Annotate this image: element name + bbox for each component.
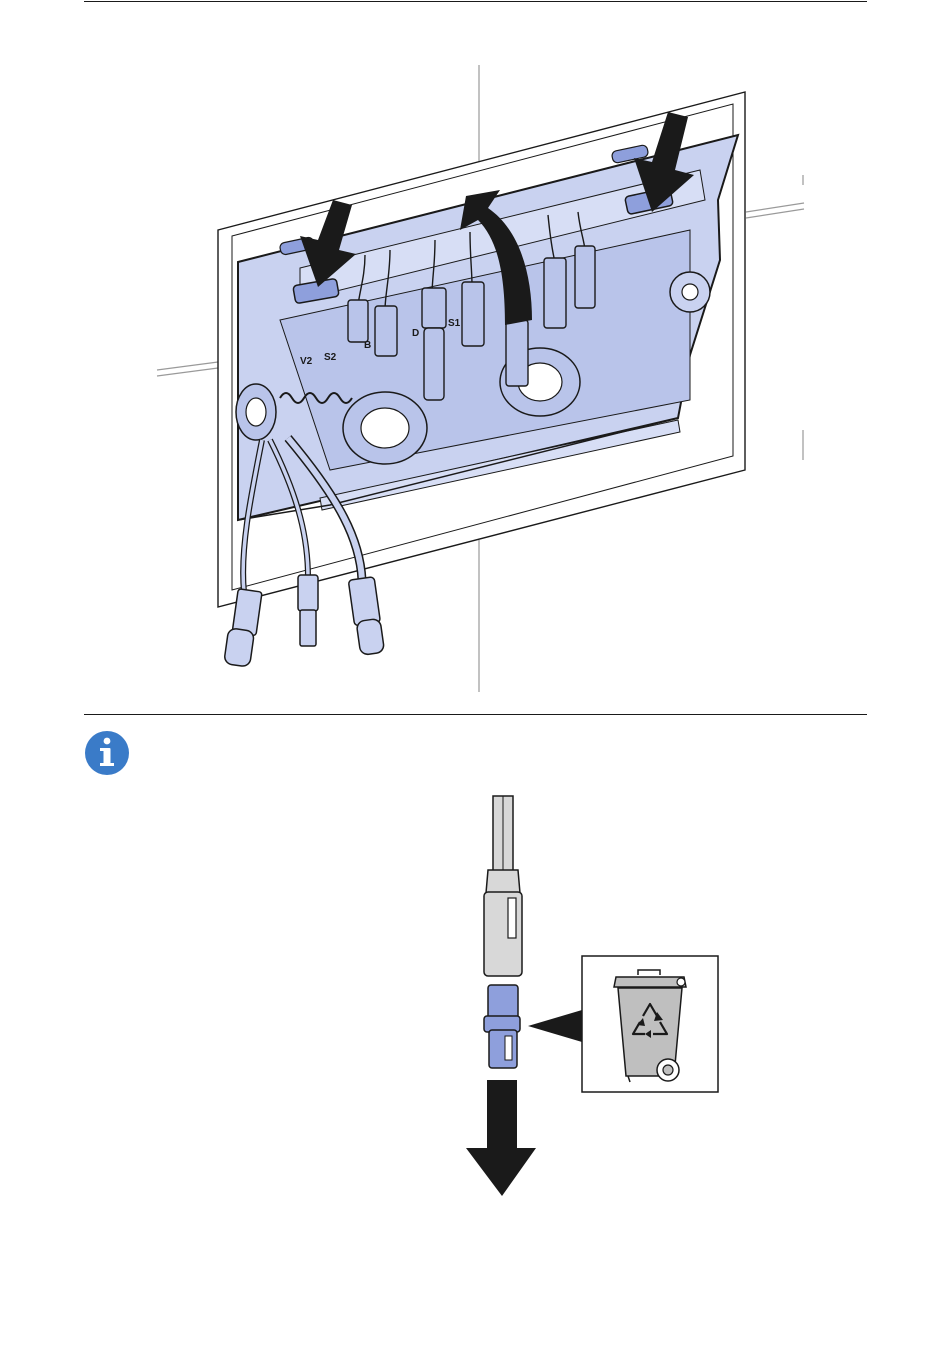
connector-housing <box>484 870 522 976</box>
blue-plug <box>484 985 520 1068</box>
cable-stub <box>493 796 513 874</box>
callout-pointer <box>528 1010 582 1042</box>
recycle-bin-icon <box>614 970 686 1082</box>
pull-down-arrow <box>466 1080 536 1196</box>
